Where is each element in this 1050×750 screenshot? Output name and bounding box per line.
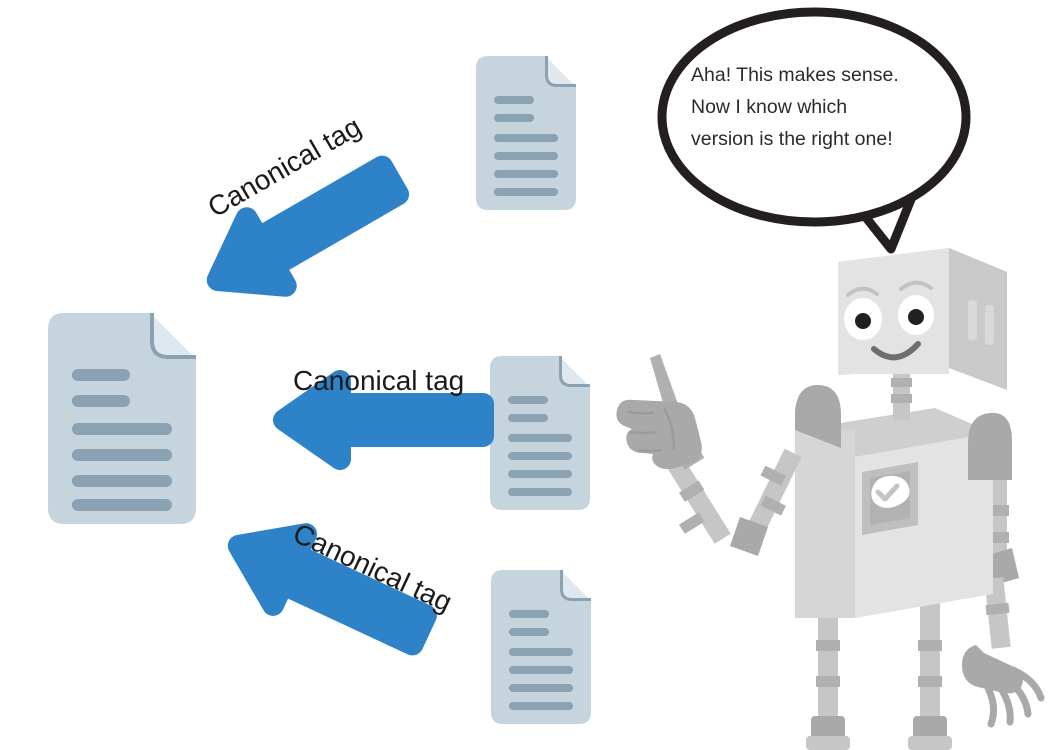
robot-left-leg — [806, 600, 850, 750]
robot-smile — [871, 341, 921, 361]
robot-left-arm — [616, 354, 841, 556]
canonical-document — [48, 313, 196, 524]
speech-line-1: Aha! This makes sense. — [691, 64, 899, 86]
robot-speech-bubble — [657, 7, 971, 254]
robot-head — [838, 248, 1007, 390]
robot-right-shoulder — [968, 412, 1012, 480]
speech-bubble-text: Aha! This makes sense. Now I know which … — [691, 64, 899, 150]
robot-eye-right — [898, 295, 934, 335]
canonical-tag-label-middle: Canonical tag — [293, 365, 464, 396]
robot-neck — [891, 362, 912, 420]
duplicate-document-bottom — [491, 570, 591, 724]
chest-check-badge — [871, 475, 910, 508]
robot-eye-left — [844, 298, 882, 340]
duplicate-document-top — [476, 56, 576, 210]
robot-eyebrow-left — [846, 286, 879, 297]
robot-torso — [795, 408, 993, 618]
robot-character — [616, 248, 1045, 750]
speech-line-3: version is the right one! — [691, 128, 893, 150]
duplicate-document-middle — [490, 356, 590, 510]
robot-right-leg — [908, 600, 952, 750]
speech-line-2: Now I know which — [691, 96, 847, 118]
robot-eyebrow-right — [899, 280, 933, 291]
robot-pointing-hand — [616, 354, 702, 470]
robot-left-shoulder — [795, 384, 841, 448]
